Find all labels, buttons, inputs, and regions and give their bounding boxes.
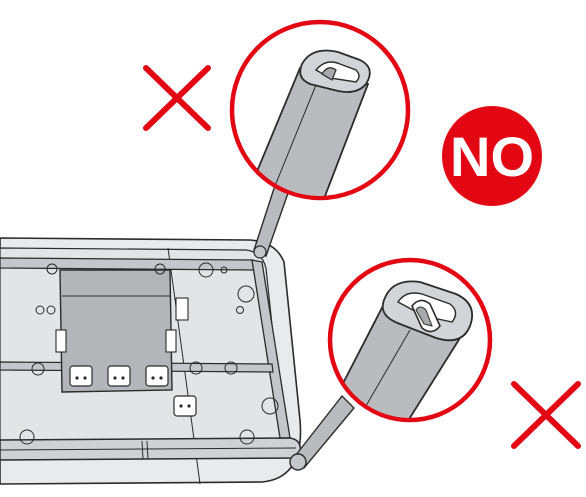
plate-tab — [175, 297, 189, 321]
latch-block — [107, 365, 131, 387]
mount-hole — [220, 266, 228, 274]
cross-mark-top — [143, 65, 211, 131]
mounting-holes — [19, 262, 279, 445]
mount-hole — [236, 306, 244, 314]
mount-hole — [35, 305, 45, 315]
mount-hole — [46, 305, 56, 315]
latch-block — [145, 365, 169, 387]
no-badge: NO — [442, 106, 542, 206]
rail-clip — [198, 262, 214, 278]
rail-highlight — [0, 447, 297, 451]
tube-opening-top — [314, 61, 360, 83]
clip-hole — [46, 263, 58, 275]
cross-mark-bottom — [511, 381, 581, 449]
rail-joint — [146, 440, 149, 460]
latch-block — [69, 365, 93, 387]
plate-tab — [55, 329, 67, 353]
tube-insert-top — [321, 67, 337, 81]
leg-upper-joint — [253, 245, 267, 259]
rail-clip — [261, 397, 279, 415]
rail-clip — [239, 429, 255, 445]
clip-hole — [154, 263, 166, 275]
rail-clip — [237, 285, 255, 303]
plate-tab — [165, 329, 177, 353]
leg-lower-foot — [289, 453, 307, 471]
no-badge-text: NO — [450, 125, 534, 188]
crossbar-clip — [31, 362, 45, 376]
no-badge-circle — [442, 106, 542, 206]
rail-joint — [141, 440, 144, 460]
rail-clip — [19, 429, 35, 445]
crossbar-clip — [189, 361, 203, 375]
crossbar-clip — [224, 361, 238, 375]
frame-rail-top — [0, 257, 255, 271]
bracket-block — [173, 395, 197, 417]
detail-circle-top — [229, 19, 411, 201]
hinge-plate — [55, 269, 197, 417]
leg-lower — [289, 394, 355, 471]
panel-seam — [167, 247, 197, 455]
